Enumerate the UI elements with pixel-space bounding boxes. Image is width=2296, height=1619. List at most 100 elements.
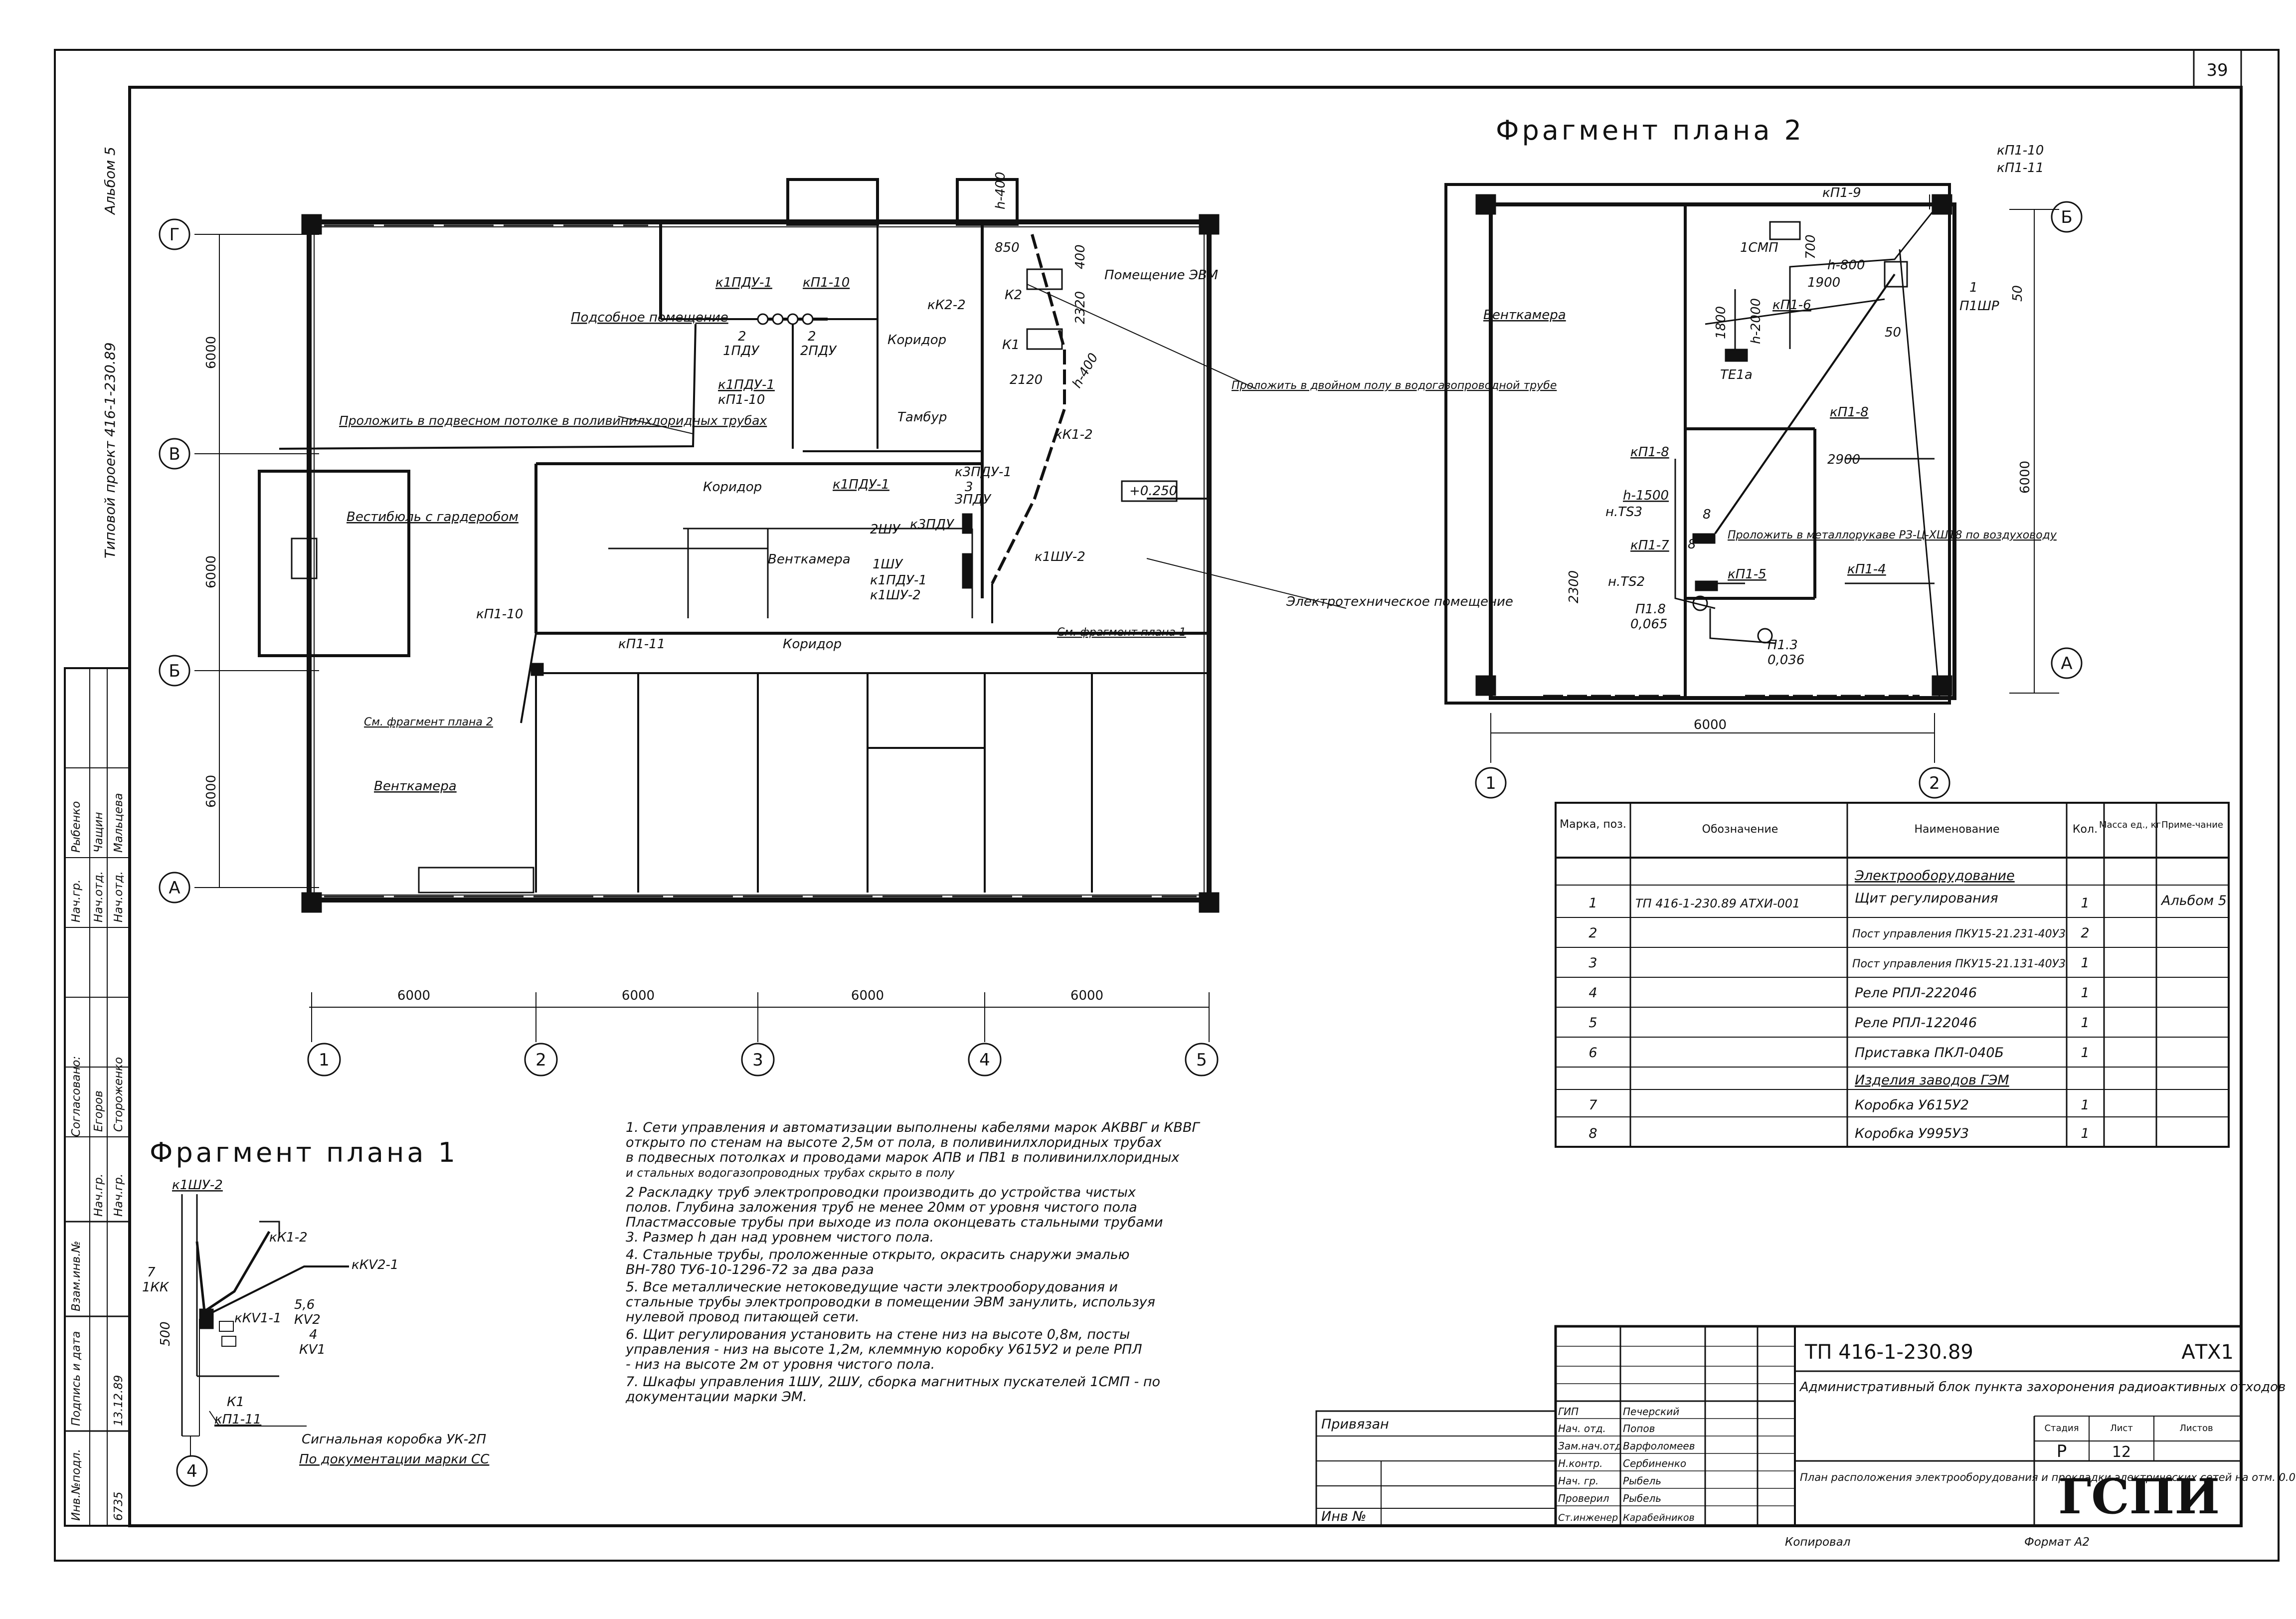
spec-name: Реле РПЛ-122046 [1855,1015,1977,1031]
spec-qty: 1 [2081,1097,2089,1113]
note-line: и стальных водогазопроводных трубах скры… [626,1167,955,1180]
see-reference: См. фрагмент плана 1 [1057,626,1186,639]
inv-label: Инв № [1321,1509,1366,1524]
device-label: 1 [1969,280,1978,295]
cable-label: к3ПДУ-1 [955,465,1012,480]
device-label: 2 [808,329,816,344]
device-label: КV1 [299,1342,326,1357]
dim-col: 6000 [1070,988,1103,1003]
dim-col: 6000 [851,988,884,1003]
spec-qty: 1 [2081,1015,2089,1031]
staff-name: Сербиненко [1623,1457,1686,1469]
staff-role: Нач. отд. [1558,1423,1606,1435]
cable-label: кКV2-1 [352,1258,398,1272]
grid-row-label: В [169,444,180,464]
device-label: 3 [965,480,973,495]
cable-label: к1ПДУ-1 [715,275,772,290]
staff-name: Рыбель [1623,1475,1661,1487]
device-label: 4 [309,1327,318,1342]
specification-table [1555,802,2230,1148]
dimension: 850 [995,240,1020,255]
device-label: К1 [227,1395,244,1410]
spec-pos: 1 [1589,896,1597,911]
point-label: П1.3 [1767,638,1798,653]
room-label: Тамбур [897,410,947,425]
cable-label: кКV1-1 [234,1311,281,1326]
room-label: Коридор [783,637,842,652]
spec-qty: 2 [2081,925,2089,941]
cable-label: к1ПДУ-1 [870,573,927,588]
fragment2-plan [1444,183,2083,799]
col-header: Марка, поз. [1560,818,1626,831]
box-label: Сигнальная коробка УК-2П [302,1432,486,1447]
spec-pos: 4 [1589,985,1597,1001]
device-label: 1СМП [1740,240,1778,255]
device-label: 1ПДУ [723,344,760,359]
spec-name: Щит регулирования [1855,891,1998,906]
dimension: 1800 [1714,306,1729,339]
device-label: 8 [1688,537,1696,552]
fragment1-title: Фрагмент плана 1 [150,1137,458,1168]
point-value: 0,036 [1767,653,1804,668]
sheet-title: План расположения электрооборудования и … [1800,1471,2296,1483]
staff-role: Нач. гр. [1558,1475,1598,1487]
stage-value: Р [2057,1441,2067,1461]
box-doc-label: По документации марки СС [299,1452,490,1467]
spec-qty: 1 [2081,1045,2089,1061]
room-label: Венткамера [768,552,851,567]
signature-date-value: 13.12.89 [112,1375,125,1426]
dim-row: 6000 [204,336,219,369]
sheets-header: Листов [2179,1423,2213,1434]
note-line: 4. Стальные трубы, проложенные открыто, … [626,1247,1129,1262]
grid-col-label: 1 [319,1050,330,1070]
device-label: К2 [1005,288,1022,303]
device-label: 7 [147,1265,156,1280]
device-label: 8 [1703,507,1711,522]
dimension: 700 [1803,234,1818,259]
cable-label: к1ШУ-2 [1035,549,1085,564]
grid-col-label: 4 [979,1050,990,1070]
see-reference: См. фрагмент плана 2 [364,716,493,728]
dimension: 400 [1073,244,1088,269]
general-notes: 1. Сети управления и автоматизации выпол… [625,1120,1200,1405]
stamp-name: Егоров [92,1090,105,1132]
specification-text: Марка, поз. Обозначение Наименование Кол… [1560,818,2227,1141]
stamp-name: Чащин [92,812,105,853]
grid-row-label: Б [2061,207,2072,227]
col-header: Масса ед., кг [2099,820,2161,830]
cable-label: к1ПДУ-1 [833,477,889,492]
level-mark: +0.250 [1129,484,1177,499]
cable-label: к1ШУ-2 [172,1178,223,1193]
spec-section: Электрооборудование [1854,868,2015,884]
format-label: Формат А2 [2024,1536,2090,1549]
spec-name: Пост управления ПКУ15-21.231-40У3 [1852,928,2066,940]
outer-frame [54,49,2280,1562]
dim-row: 6000 [204,775,219,808]
cable-label: кП1-11 [214,1412,261,1427]
fragment1-plan [176,1194,349,1487]
cable-label: кП1-8 [1630,445,1669,460]
album-label: Альбом 5 [102,147,118,215]
stamp-name: Мальцева [112,793,125,853]
device-label: 2ПДУ [800,344,837,359]
cable-label: кП1-11 [618,637,665,652]
spec-name: Приставка ПКЛ-040Б [1855,1045,2004,1061]
grid-col-label: 4 [186,1461,197,1481]
inv-podl-label: Инв.№подл. [70,1449,83,1521]
dimension: 500 [158,1321,173,1346]
cable-label: кП1-8 [1830,405,1869,420]
vzam-label: Взам.инв.№ [70,1241,83,1311]
spec-pos: 5 [1589,1015,1597,1031]
spec-name: Коробка У615У2 [1855,1097,1969,1113]
stamp-role: Нач.гр. [92,1174,105,1217]
point-value: 0,065 [1630,617,1667,632]
sheet-value: 12 [2112,1443,2131,1461]
object-name: Административный блок пункта захоронения… [1799,1380,2286,1395]
cable-label: кП1-4 [1847,562,1886,577]
col-header: Обозначение [1702,823,1778,836]
note-line: - низ на высоте 2м от уровня чистого пол… [626,1357,935,1372]
cable-label: кП1-9 [1822,185,1861,200]
dimension: 50 [2010,285,2025,302]
routing-note: Проложить в двойном полу в водогазопрово… [1232,379,1557,392]
sensor-label: н.TS2 [1608,574,1645,589]
